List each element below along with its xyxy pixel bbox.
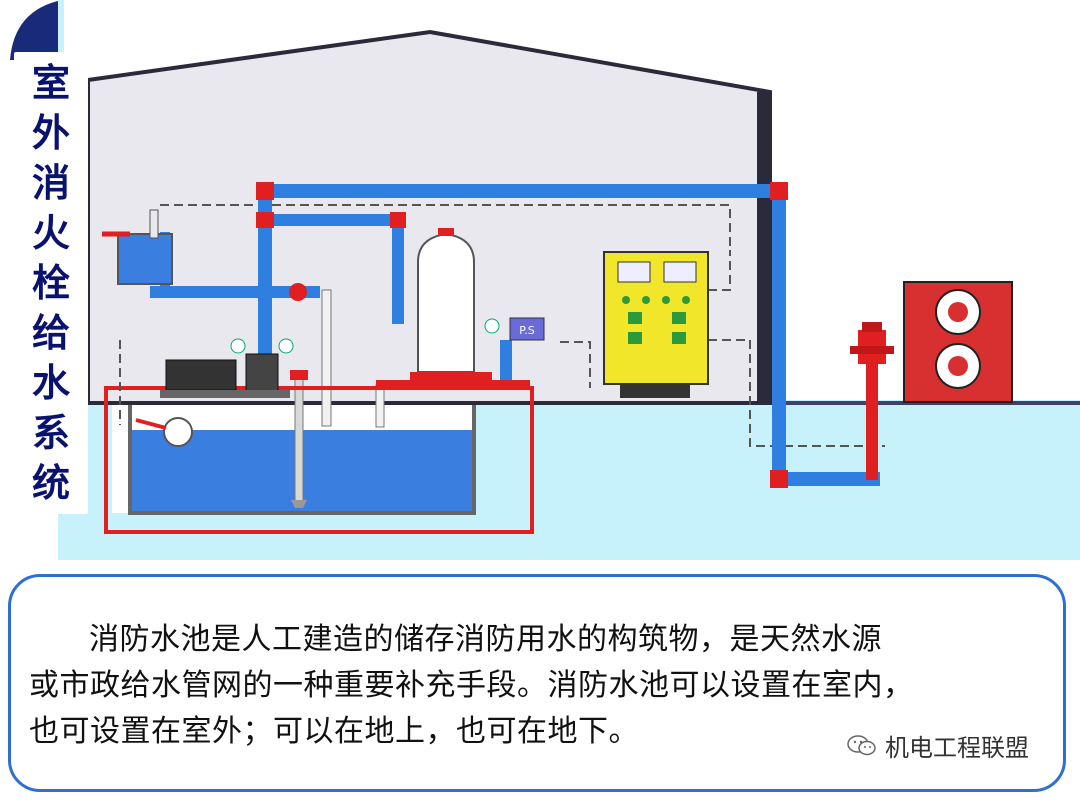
pool-wall-left	[128, 405, 132, 513]
vent-pipe-1	[321, 289, 332, 427]
hose-reel-2-inner	[948, 356, 968, 376]
title-char: 室	[31, 61, 70, 105]
pool-bottom	[128, 511, 476, 515]
pressure-gauge-1	[230, 338, 246, 354]
title-char: 消	[31, 161, 70, 205]
title-char: 栓	[31, 261, 70, 305]
control-panel-base	[620, 384, 690, 398]
description-line: 也可设置在室外；可以在地上，也可在地下。	[29, 714, 639, 749]
building-wall-right	[757, 92, 771, 404]
suction-foot	[291, 500, 307, 508]
wechat-icon	[847, 734, 876, 755]
watermark: 机电工程联盟	[847, 728, 1029, 763]
title-char: 水	[31, 361, 70, 405]
hose-reel-1-inner	[948, 302, 968, 322]
title-char: 外	[31, 111, 70, 155]
pressure-tank-base	[410, 372, 492, 382]
fire-water-system-diagram: P.S	[10, 0, 1080, 560]
vertical-title: 室 外 消 火 栓 给 水 系 统	[14, 52, 88, 514]
pipe-fittings	[256, 182, 788, 488]
pump-motor	[165, 359, 237, 391]
suction-pipe	[294, 371, 304, 503]
control-panel-indicators	[622, 296, 690, 344]
tank-pipe	[149, 209, 159, 239]
control-panel-meter-2	[663, 261, 697, 283]
description-text: 消防水池是人工建造的储存消防用水的构筑物，是天然水源 或市政给水管网的一种重要补…	[29, 617, 1049, 755]
float-valve	[163, 417, 193, 447]
pool-wall-right	[472, 405, 476, 513]
vent-pipe-2	[375, 384, 385, 428]
hydrant-pipe	[866, 360, 878, 480]
description-box: 消防水池是人工建造的储存消防用水的构筑物，是天然水源 或市政给水管网的一种重要补…	[8, 574, 1066, 792]
header-tank	[117, 233, 173, 285]
control-wiring	[119, 204, 885, 447]
float-arm	[135, 418, 167, 430]
check-valve	[289, 283, 307, 301]
title-char: 给	[31, 311, 70, 355]
pressure-gauge-2	[278, 338, 294, 354]
description-line: 或市政给水管网的一种重要补充手段。消防水池可以设置在室内，	[29, 668, 914, 703]
title-char: 统	[31, 461, 70, 505]
description-line: 消防水池是人工建造的储存消防用水的构筑物，是天然水源	[89, 622, 882, 657]
pressure-tank-cap	[438, 228, 454, 236]
control-panel-meter-1	[617, 261, 651, 283]
pressure-switch-label: P.S	[519, 324, 534, 337]
pump-body	[245, 353, 279, 393]
pressure-gauge-3	[484, 318, 500, 334]
pool-highlight	[104, 386, 534, 534]
title-char: 系	[31, 411, 70, 455]
hydrant-outlet	[850, 346, 894, 354]
pump-base	[160, 390, 290, 398]
pressure-switch	[509, 317, 545, 341]
watermark-text: 机电工程联盟	[885, 734, 1029, 762]
pressure-tank	[417, 232, 475, 373]
title-char: 火	[31, 211, 70, 255]
pipe-network	[150, 184, 880, 486]
corner-decoration	[10, 0, 62, 60]
hydrant-cap	[862, 322, 882, 332]
